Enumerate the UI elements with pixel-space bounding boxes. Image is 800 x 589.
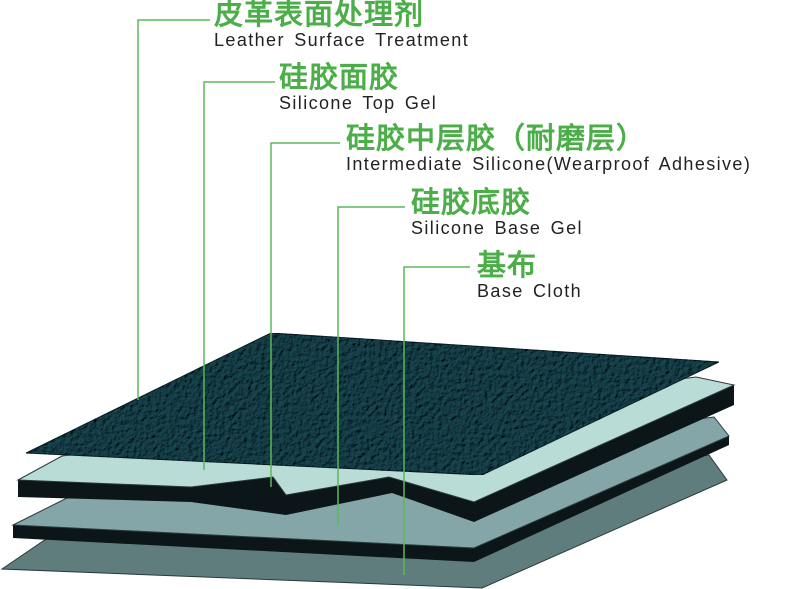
label-silicone-base-gel: 硅胶底胶 Silicone Base Gel bbox=[411, 186, 583, 238]
label-zh: 基布 bbox=[477, 248, 538, 282]
leather-surface-layer bbox=[25, 332, 721, 476]
label-intermediate-silicone: 硅胶中层胶（耐磨层） Intermediate Silicone(Wearpro… bbox=[346, 122, 751, 174]
label-zh: 硅胶面胶 bbox=[279, 60, 400, 94]
intermediate-silicone-edge bbox=[18, 385, 734, 522]
leader-line-top-gel bbox=[203, 81, 275, 470]
leader-line-base-gel bbox=[337, 206, 405, 525]
leader-line-base-cloth bbox=[403, 266, 470, 575]
leader-line-intermediate bbox=[270, 142, 340, 487]
label-base-cloth: 基布 Base Cloth bbox=[477, 249, 582, 301]
label-silicone-top-gel: 硅胶面胶 Silicone Top Gel bbox=[279, 61, 437, 113]
label-leather-surface-treatment: 皮革表面处理剂 Leather Surface Treatment bbox=[214, 0, 469, 50]
label-en: Silicone Base Gel bbox=[411, 218, 583, 238]
label-en: Silicone Top Gel bbox=[279, 93, 438, 113]
label-en: Leather Surface Treatment bbox=[214, 30, 470, 50]
label-en: Intermediate Silicone(Wearproof Adhesive… bbox=[346, 154, 752, 174]
leader-line-leather bbox=[137, 19, 210, 400]
label-zh: 皮革表面处理剂 bbox=[214, 0, 425, 31]
label-en: Base Cloth bbox=[477, 281, 583, 301]
label-zh: 硅胶中层胶（耐磨层） bbox=[346, 121, 647, 155]
label-zh: 硅胶底胶 bbox=[411, 185, 532, 219]
